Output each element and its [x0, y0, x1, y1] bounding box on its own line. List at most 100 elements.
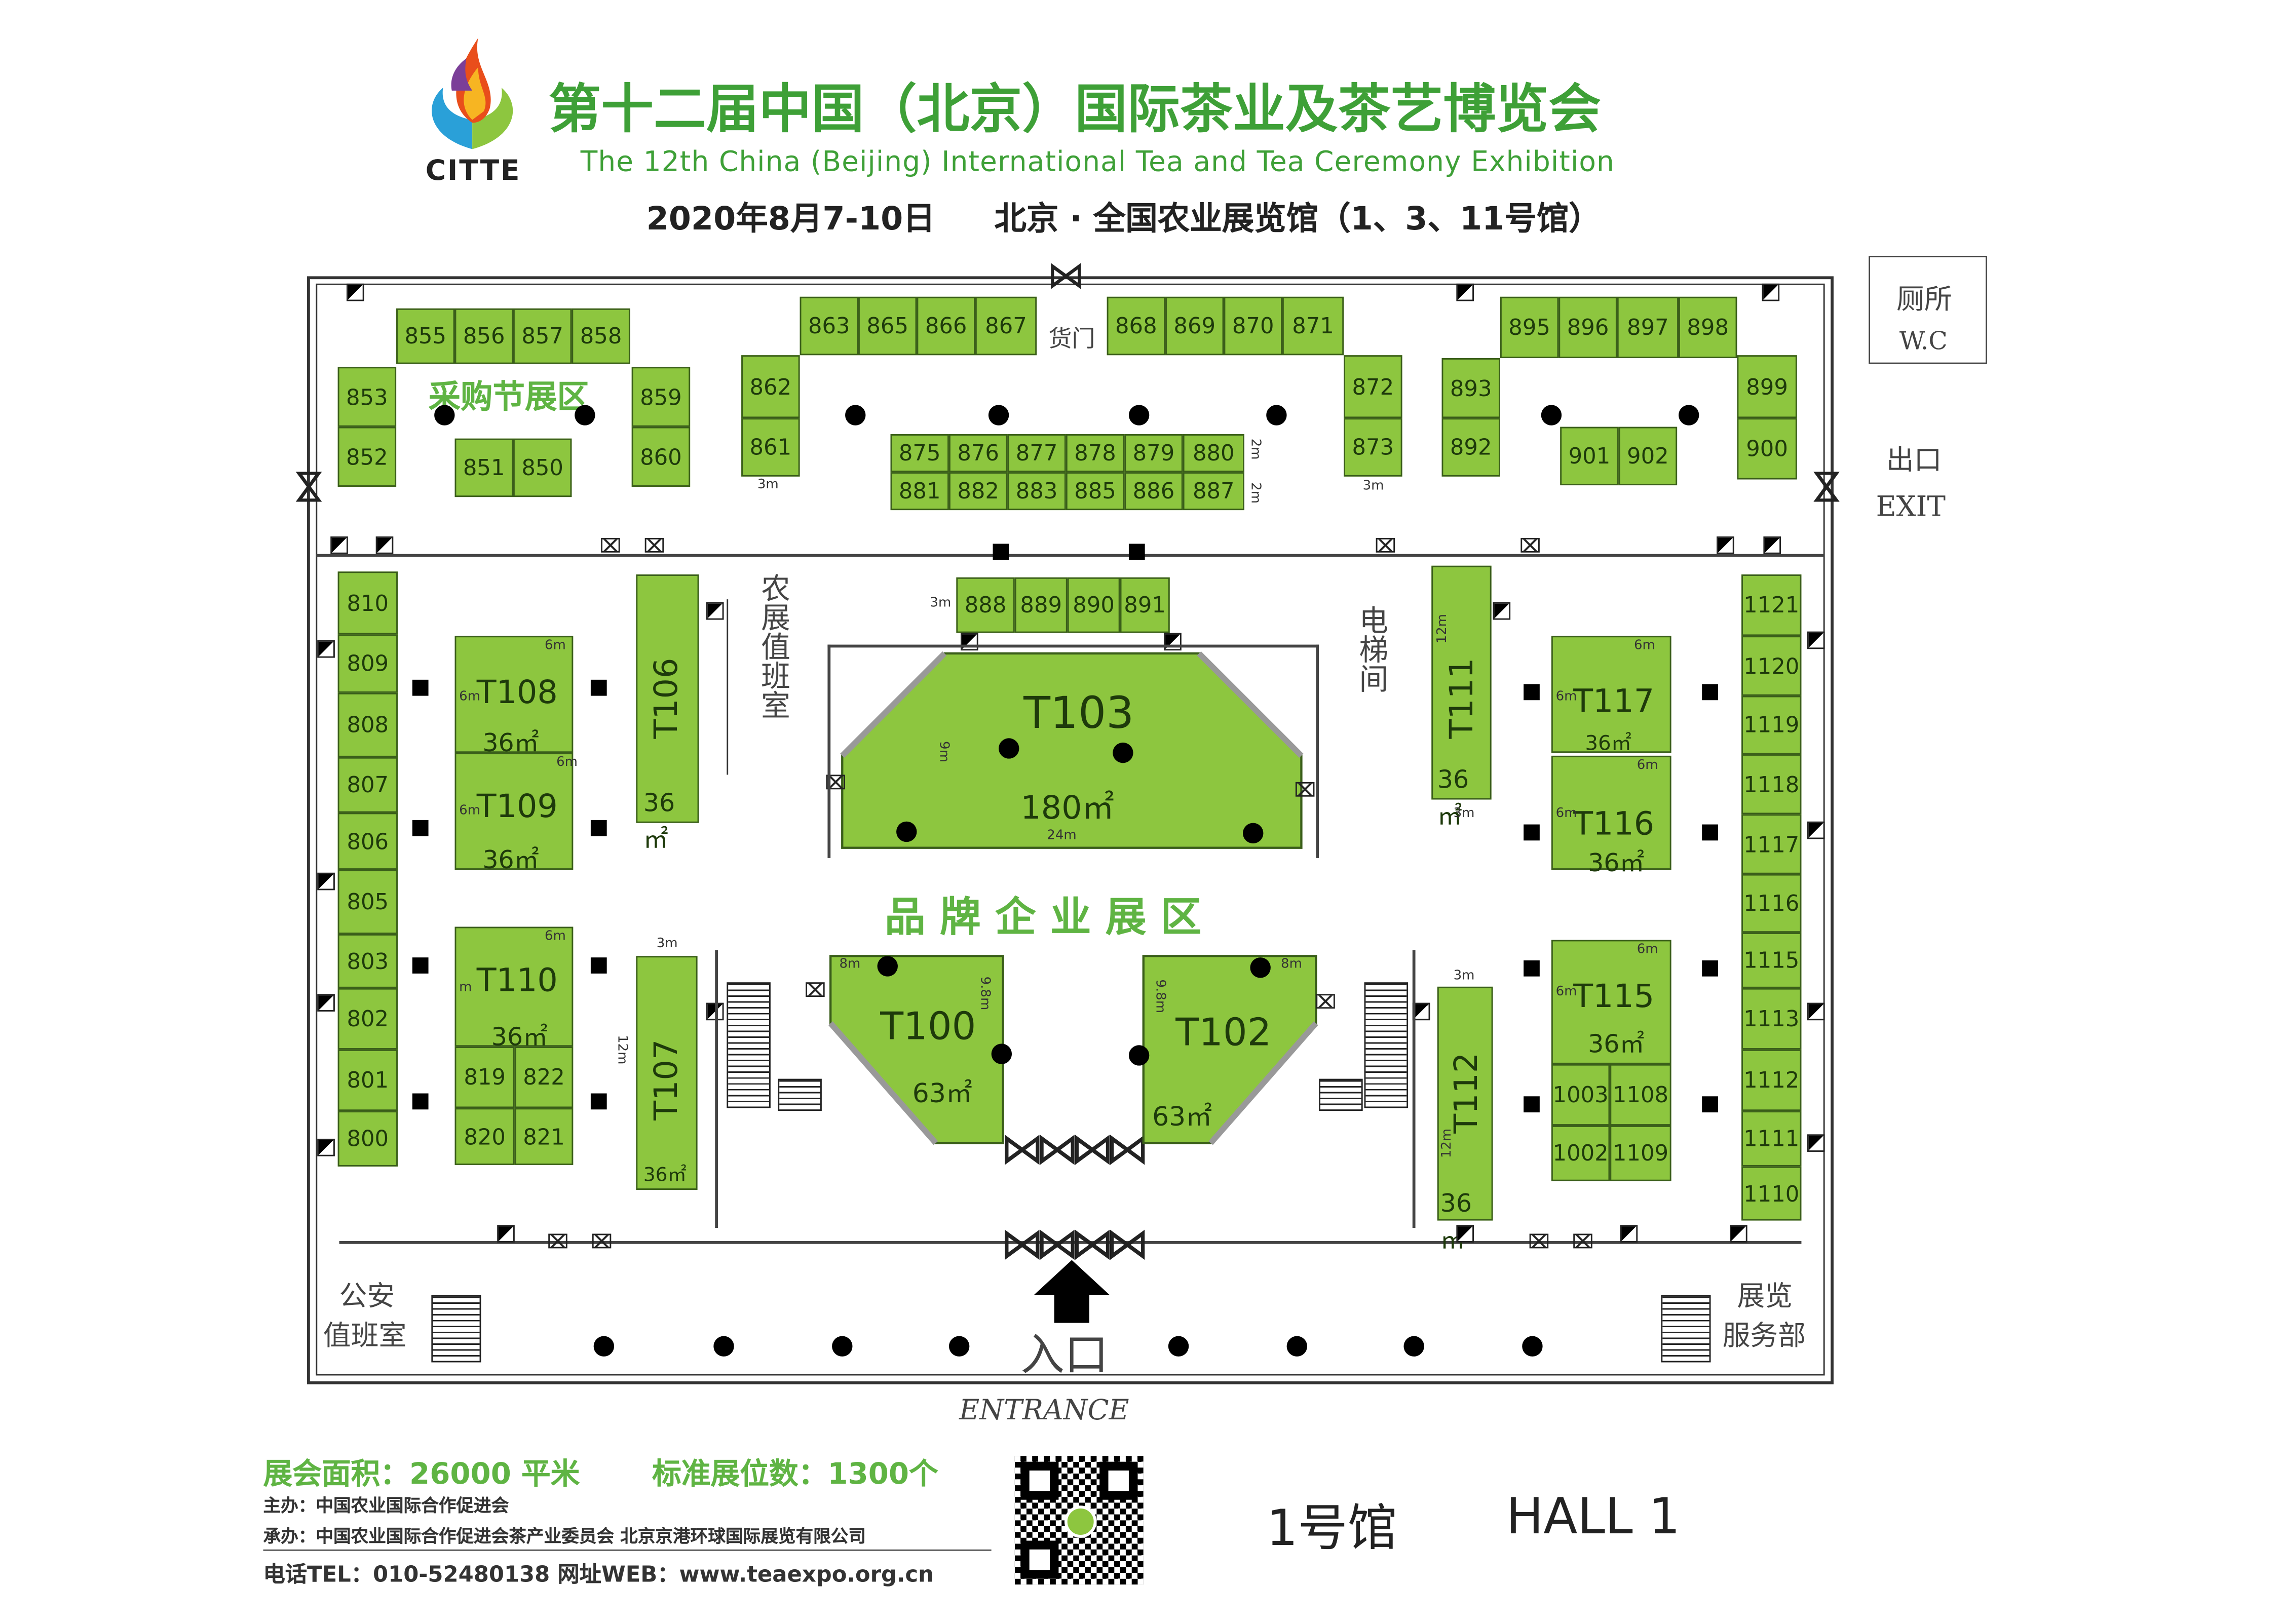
booth-1109[interactable]: 1109	[1610, 1125, 1671, 1181]
booth-855[interactable]: 855	[396, 308, 455, 364]
booth-T102[interactable]: T102 63㎡ 8m 9.8m	[1140, 953, 1319, 1146]
booth-809[interactable]: 809	[337, 634, 398, 693]
booth-T109-depth: 6m	[459, 804, 481, 819]
booth-T115[interactable]: T115 36㎡ 6m 6m	[1551, 940, 1671, 1064]
booth-807[interactable]: 807	[337, 757, 398, 813]
booth-T117[interactable]: T117 36㎡ 6m 6m	[1551, 636, 1671, 756]
booth-857[interactable]: 857	[513, 308, 572, 364]
booth-867[interactable]: 867	[975, 296, 1037, 356]
booth-901[interactable]: 901	[1560, 427, 1619, 486]
booth-1003[interactable]: 1003	[1551, 1064, 1610, 1126]
booth-896[interactable]: 896	[1558, 296, 1617, 358]
booth-889[interactable]: 889	[1014, 577, 1068, 633]
booth-1116[interactable]: 1116	[1741, 874, 1802, 933]
booth-808[interactable]: 808	[337, 692, 398, 757]
booth-888[interactable]: 888	[956, 577, 1015, 633]
hydrant-marker	[1717, 536, 1734, 554]
booth-T107[interactable]: T107 36㎡	[636, 956, 698, 1190]
booth-1002[interactable]: 1002	[1551, 1125, 1610, 1181]
booth-T110[interactable]: T110 36㎡ 6m m	[454, 926, 574, 1053]
booth-1110[interactable]: 1110	[1741, 1166, 1802, 1221]
booth-887[interactable]: 887	[1183, 472, 1244, 511]
booth-873[interactable]: 873	[1344, 418, 1402, 477]
booth-805[interactable]: 805	[337, 869, 398, 934]
booth-1115[interactable]: 1115	[1741, 933, 1802, 988]
booth-803[interactable]: 803	[337, 934, 398, 988]
booth-890[interactable]: 890	[1067, 577, 1120, 633]
booth-820[interactable]: 820	[454, 1108, 515, 1165]
booth-858[interactable]: 858	[572, 308, 630, 364]
booth-T109[interactable]: T109 36㎡ 6m 6m	[454, 753, 578, 876]
booth-821[interactable]: 821	[514, 1108, 574, 1165]
booth-1120[interactable]: 1120	[1741, 636, 1802, 696]
booth-866[interactable]: 866	[917, 296, 975, 356]
booth-T100[interactable]: T100 63㎡ 8m 9.8m	[827, 953, 1006, 1146]
booth-872[interactable]: 872	[1344, 355, 1402, 418]
booth-868[interactable]: 868	[1107, 296, 1166, 356]
booth-860[interactable]: 860	[631, 427, 691, 487]
booth-819[interactable]: 819	[454, 1047, 515, 1108]
booth-T116[interactable]: T116 36㎡ 6m 6m	[1551, 755, 1671, 878]
booth-875[interactable]: 875	[890, 434, 949, 473]
booth-T110-area: 36㎡	[491, 1023, 548, 1053]
booth-T108[interactable]: T108 36㎡ 6m 6m	[454, 636, 574, 759]
booth-1121[interactable]: 1121	[1741, 574, 1802, 636]
booth-882[interactable]: 882	[948, 472, 1008, 511]
booth-822[interactable]: 822	[514, 1047, 574, 1108]
booth-880[interactable]: 880	[1183, 434, 1244, 473]
booth-870[interactable]: 870	[1224, 296, 1282, 356]
booth-885[interactable]: 885	[1066, 472, 1125, 511]
booth-1111[interactable]: 1111	[1741, 1111, 1802, 1167]
stairs-police	[431, 1295, 481, 1363]
booth-802[interactable]: 802	[337, 988, 398, 1050]
booth-T112[interactable]: T112 36㎡ 12m	[1437, 986, 1493, 1256]
booth-800[interactable]: 800	[337, 1111, 398, 1167]
booth-883[interactable]: 883	[1007, 472, 1066, 511]
booth-863[interactable]: 863	[800, 296, 859, 356]
booth-893[interactable]: 893	[1441, 358, 1500, 418]
booth-1108[interactable]: 1108	[1610, 1064, 1671, 1126]
booth-853[interactable]: 853	[337, 367, 397, 427]
booth-862[interactable]: 862	[741, 355, 800, 418]
booth-865[interactable]: 865	[858, 296, 917, 356]
dim-T111: 3m	[1453, 806, 1475, 822]
booth-876[interactable]: 876	[948, 434, 1008, 473]
booth-902[interactable]: 902	[1618, 427, 1678, 486]
dim-888: 3m	[930, 596, 952, 611]
booth-1112[interactable]: 1112	[1741, 1049, 1802, 1111]
booth-1113[interactable]: 1113	[1741, 988, 1802, 1050]
booth-T111[interactable]: T111 36㎡ 12m	[1431, 565, 1492, 832]
column	[1128, 1045, 1150, 1066]
title-en: The 12th China (Beijing) International T…	[580, 146, 1615, 179]
booth-886[interactable]: 886	[1124, 472, 1183, 511]
booth-856[interactable]: 856	[454, 308, 513, 364]
booth-850[interactable]: 850	[513, 438, 572, 497]
booth-869[interactable]: 869	[1165, 296, 1224, 356]
booth-1118[interactable]: 1118	[1741, 754, 1802, 815]
booth-899[interactable]: 899	[1737, 355, 1797, 418]
booth-851[interactable]: 851	[454, 438, 513, 497]
booth-879[interactable]: 879	[1124, 434, 1183, 473]
booth-T103[interactable]: T103 180㎡ 24m 9m	[840, 650, 1305, 850]
booth-881[interactable]: 881	[890, 472, 949, 511]
booth-1117[interactable]: 1117	[1741, 814, 1802, 874]
booth-900[interactable]: 900	[1737, 418, 1797, 480]
booth-877[interactable]: 877	[1007, 434, 1066, 473]
booth-871[interactable]: 871	[1282, 296, 1344, 356]
hydrant-marker	[1807, 1134, 1825, 1152]
booth-898[interactable]: 898	[1679, 296, 1737, 358]
booth-892[interactable]: 892	[1441, 418, 1500, 477]
booth-878[interactable]: 878	[1066, 434, 1125, 473]
booth-1119[interactable]: 1119	[1741, 695, 1802, 755]
booth-861[interactable]: 861	[741, 418, 800, 477]
booth-859[interactable]: 859	[631, 367, 691, 427]
hydrant-marker	[375, 536, 394, 554]
booth-897[interactable]: 897	[1617, 296, 1679, 358]
booth-T106[interactable]: T106 36㎡	[636, 574, 699, 855]
booth-891[interactable]: 891	[1120, 577, 1170, 633]
booth-806[interactable]: 806	[337, 813, 398, 870]
booth-801[interactable]: 801	[337, 1049, 398, 1111]
booth-810[interactable]: 810	[337, 571, 398, 635]
booth-852[interactable]: 852	[337, 427, 397, 487]
booth-895[interactable]: 895	[1500, 296, 1559, 358]
